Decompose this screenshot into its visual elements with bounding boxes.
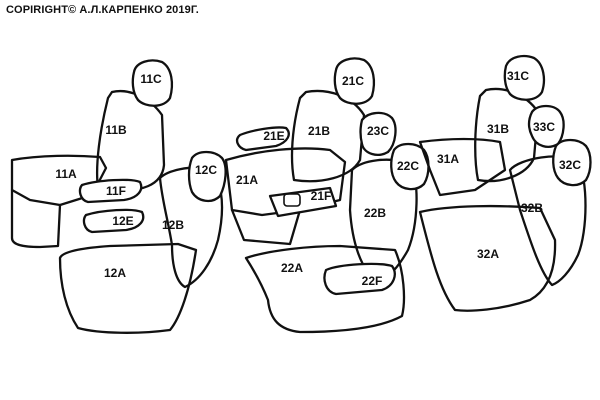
seat-12C-headrest (187, 150, 227, 203)
seat-22F-armrest (323, 262, 396, 296)
label-31A: 31A (437, 152, 459, 166)
label-12E: 12E (112, 214, 133, 228)
label-22F: 22F (362, 274, 383, 288)
label-32A: 32A (477, 247, 499, 261)
label-31C: 31C (507, 69, 529, 83)
seat-21C-headrest (333, 57, 376, 105)
console-cupholder (283, 193, 301, 207)
label-32C: 32C (559, 158, 581, 172)
seat-22A-cushion (244, 244, 406, 334)
label-23C: 23C (367, 124, 389, 138)
label-11C: 11C (140, 72, 162, 86)
seat-21B-backrest (290, 89, 366, 183)
label-22A: 22A (281, 261, 303, 275)
label-11A: 11A (55, 167, 77, 181)
copyright-notice: COPIRIGHT© А.Л.КАРПЕНКО 2019Г. (6, 4, 199, 16)
seat-11F-armrest (78, 178, 143, 204)
middle-seats (224, 57, 430, 334)
seat-21E-armrest (236, 126, 290, 152)
label-21B: 21B (308, 124, 330, 138)
label-12C: 12C (195, 163, 217, 177)
seat-31C-headrest (503, 54, 546, 101)
seat-12E-armrest (82, 208, 145, 234)
label-22B: 22B (364, 206, 386, 220)
seat-23C-headrest (359, 111, 397, 156)
label-11B: 11B (105, 123, 127, 137)
seat-22C-headrest (390, 142, 430, 191)
seat-12A-cushion (58, 242, 198, 334)
seat-32C-headrest (552, 138, 592, 187)
part-labels: 11C 11B 11A 11F 12E 12C 12B 12A 21C 21E … (55, 69, 581, 288)
seat-11C-headrest (131, 59, 174, 107)
rear-seats (418, 54, 592, 312)
label-21E: 21E (263, 129, 284, 143)
label-21C: 21C (342, 74, 364, 88)
label-21A: 21A (236, 173, 258, 187)
label-31B: 31B (487, 122, 509, 136)
label-12B: 12B (162, 218, 184, 232)
seat-32A-cushion (418, 204, 557, 312)
seat-21F-console (268, 186, 338, 218)
seat-11A-base (10, 188, 62, 249)
label-11F: 11F (106, 184, 126, 198)
seat-31A-cushion (418, 137, 507, 197)
label-33C: 33C (533, 120, 555, 134)
label-32B: 32B (521, 201, 543, 215)
label-12A: 12A (104, 266, 126, 280)
label-22C: 22C (397, 159, 419, 173)
front-seats (10, 59, 227, 334)
label-21F: 21F (311, 189, 332, 203)
seat-21A-base (230, 208, 302, 246)
